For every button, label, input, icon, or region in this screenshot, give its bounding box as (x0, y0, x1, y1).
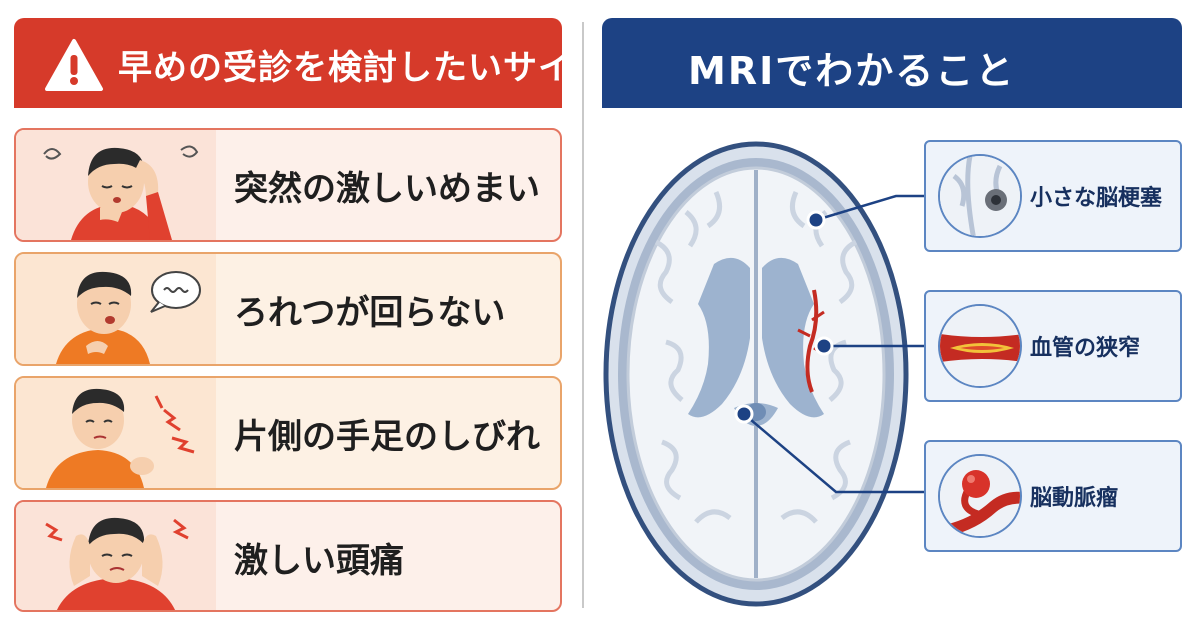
finding-label-vessel-stenosis: 血管の狭窄 (1030, 336, 1141, 361)
finding-label-aneurysm: 脳動脈瘤 (1030, 486, 1119, 511)
vessel-stenosis-icon (938, 304, 1022, 388)
aneurysm-icon (938, 454, 1022, 538)
small-infarct-icon (938, 154, 1022, 238)
finding-label-small-infarct: 小さな脳梗塞 (1030, 186, 1163, 211)
slurred-speech-person-icon (16, 254, 216, 364)
finding-card-vessel-stenosis: 血管の狭窄 (924, 290, 1182, 402)
warning-signs-panel: 早めの受診を検討したいサイン 突然の激しいめまい (0, 0, 607, 630)
finding-card-small-infarct: 小さな脳梗塞 (924, 140, 1182, 252)
dizzy-person-icon (16, 130, 216, 240)
finding-card-aneurysm: 脳動脈瘤 (924, 440, 1182, 552)
sign-card-dizziness: 突然の激しいめまい (14, 128, 562, 242)
brain-mri-illustration (603, 141, 909, 607)
sign-label-dizziness: 突然の激しいめまい (234, 168, 540, 209)
numb-arm-person-icon (16, 378, 216, 488)
sign-card-numbness: 片側の手足のしびれ (14, 376, 562, 490)
sign-card-slurred-speech: ろれつが回らない (14, 252, 562, 366)
warning-icon (45, 39, 103, 91)
mri-findings-header: MRIでわかること (602, 18, 1182, 108)
warning-signs-title: 早めの受診を検討したいサイン (118, 48, 608, 88)
sign-label-numbness: 片側の手足のしびれ (234, 416, 540, 457)
warning-signs-header: 早めの受診を検討したいサイン (14, 18, 607, 108)
sign-card-headache: 激しい頭痛 (14, 500, 562, 612)
panel-divider (582, 22, 584, 608)
sign-label-slurred-speech: ろれつが回らない (234, 292, 506, 333)
headache-person-icon (16, 502, 216, 610)
mri-findings-title: MRIでわかること (688, 49, 1016, 93)
sign-label-headache: 激しい頭痛 (234, 540, 404, 581)
